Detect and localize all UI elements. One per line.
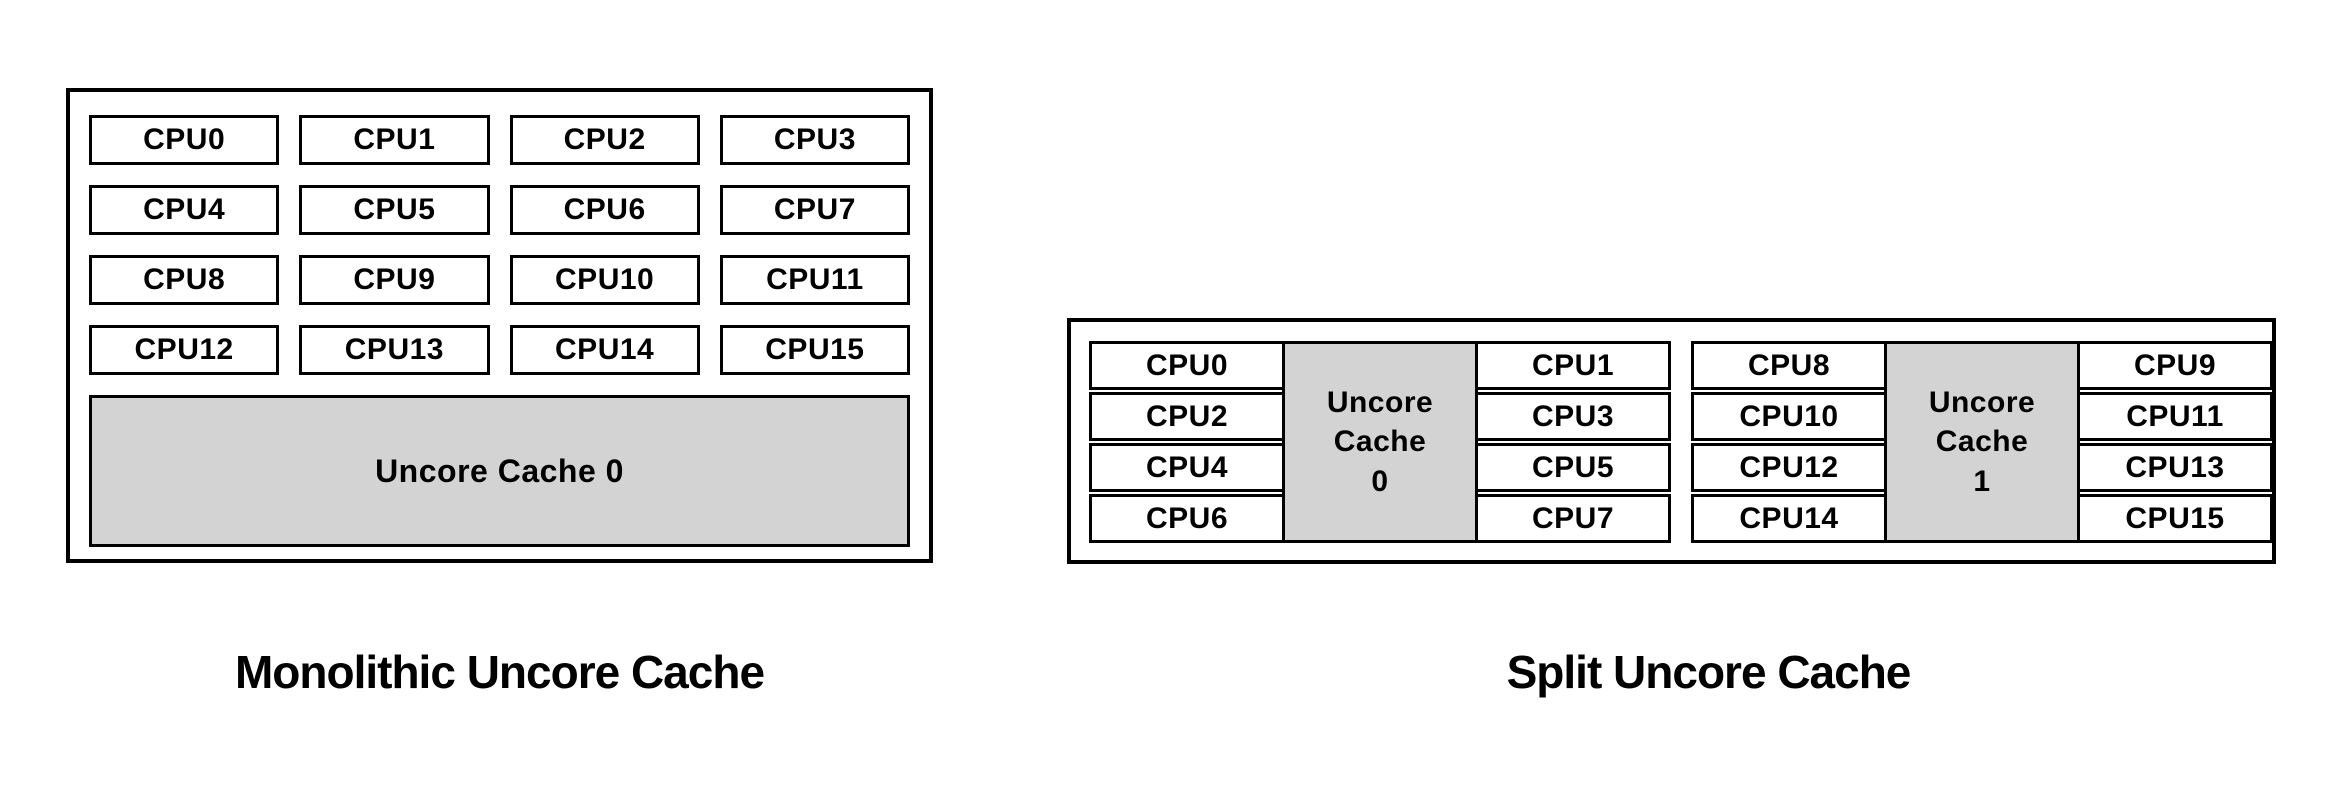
split-cpu-box-10: CPU10 <box>1691 392 1887 441</box>
cluster0-right-column: CPU1 CPU3 CPU5 CPU7 <box>1475 341 1671 543</box>
mono-cpu-box-14: CPU14 <box>509 325 700 375</box>
cache-line: Uncore <box>1928 385 2036 419</box>
mono-cpu-box-10: CPU10 <box>509 255 700 305</box>
cache-line: 0 <box>1371 464 1389 498</box>
uncore-cache-1-split-box: Uncore Cache 1 <box>1884 341 2080 543</box>
mono-cpu-box-11: CPU11 <box>719 255 910 305</box>
cache-line: Cache <box>1935 425 2029 459</box>
mono-cpu-box-1: CPU1 <box>299 115 490 165</box>
mono-cpu-box-6: CPU6 <box>509 185 700 235</box>
split-cpu-box-5: CPU5 <box>1475 443 1671 492</box>
split-cluster-1: CPU8 CPU10 CPU12 CPU14 Uncore Cache 1 CP… <box>1691 341 2273 543</box>
monolithic-uncore-diagram: CPU0 CPU1 CPU2 CPU3 CPU4 CPU5 CPU6 CPU7 … <box>66 88 933 563</box>
cluster1-right-column: CPU9 CPU11 CPU13 CPU15 <box>2077 341 2273 543</box>
monolithic-caption: Monolithic Uncore Cache <box>234 646 765 698</box>
uncore-cache-0-box: Uncore Cache 0 <box>89 395 910 547</box>
split-cpu-box-7: CPU7 <box>1475 494 1671 543</box>
split-cpu-box-15: CPU15 <box>2077 494 2273 543</box>
split-cpu-box-9: CPU9 <box>2077 341 2273 390</box>
mono-cpu-box-13: CPU13 <box>299 325 490 375</box>
cache-line: Uncore <box>1326 385 1434 419</box>
cluster0-left-column: CPU0 CPU2 CPU4 CPU6 <box>1089 341 1285 543</box>
mono-cpu-box-8: CPU8 <box>89 255 280 305</box>
mono-cpu-box-9: CPU9 <box>299 255 490 305</box>
cache-line: 1 <box>1973 464 1991 498</box>
mono-cpu-box-12: CPU12 <box>89 325 280 375</box>
split-cluster-0: CPU0 CPU2 CPU4 CPU6 Uncore Cache 0 CPU1 … <box>1089 341 1671 543</box>
mono-cpu-box-4: CPU4 <box>89 185 280 235</box>
mono-cpu-box-15: CPU15 <box>719 325 910 375</box>
split-cpu-box-4: CPU4 <box>1089 443 1285 492</box>
cache-line: Cache <box>1333 425 1427 459</box>
split-cpu-box-12: CPU12 <box>1691 443 1887 492</box>
uncore-cache-0-split-box: Uncore Cache 0 <box>1282 341 1478 543</box>
cluster1-left-column: CPU8 CPU10 CPU12 CPU14 <box>1691 341 1887 543</box>
split-cpu-box-11: CPU11 <box>2077 392 2273 441</box>
split-cpu-box-8: CPU8 <box>1691 341 1887 390</box>
split-cpu-box-13: CPU13 <box>2077 443 2273 492</box>
mono-cpu-box-5: CPU5 <box>299 185 490 235</box>
split-uncore-diagram: CPU0 CPU2 CPU4 CPU6 Uncore Cache 0 CPU1 … <box>1067 318 2276 564</box>
monolithic-cpu-grid: CPU0 CPU1 CPU2 CPU3 CPU4 CPU5 CPU6 CPU7 … <box>89 115 910 375</box>
mono-cpu-box-7: CPU7 <box>719 185 910 235</box>
mono-cpu-box-2: CPU2 <box>509 115 700 165</box>
split-cpu-box-14: CPU14 <box>1691 494 1887 543</box>
split-cpu-box-1: CPU1 <box>1475 341 1671 390</box>
split-caption: Split Uncore Cache <box>1506 646 1912 698</box>
mono-cpu-box-0: CPU0 <box>89 115 280 165</box>
mono-cpu-box-3: CPU3 <box>719 115 910 165</box>
split-cpu-box-6: CPU6 <box>1089 494 1285 543</box>
split-cpu-box-0: CPU0 <box>1089 341 1285 390</box>
split-cpu-box-3: CPU3 <box>1475 392 1671 441</box>
split-cpu-box-2: CPU2 <box>1089 392 1285 441</box>
